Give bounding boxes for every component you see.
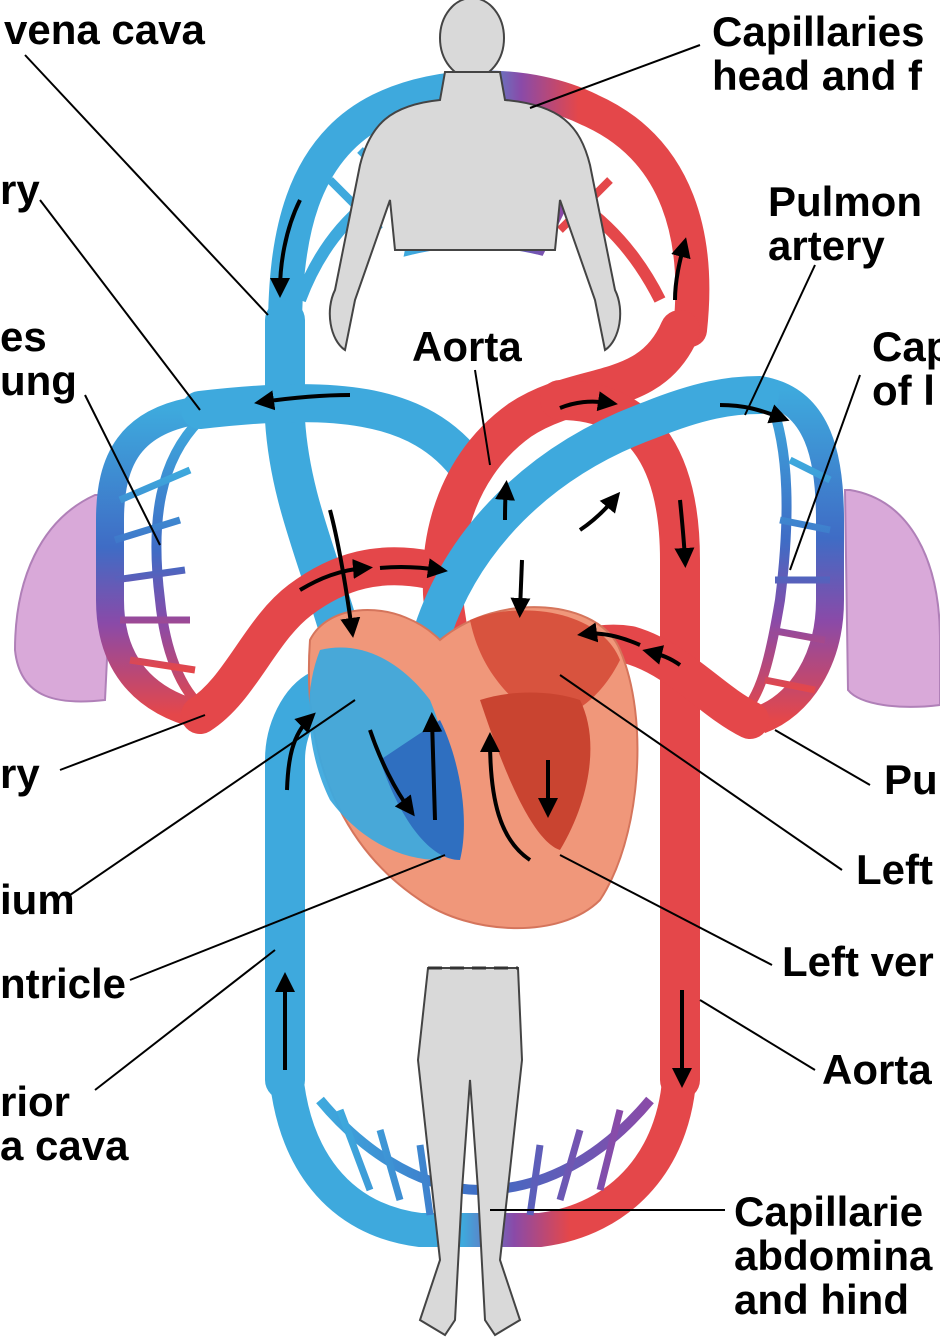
label-aorta-bottom: Aorta — [822, 1048, 932, 1092]
label-capillaries-abdominal: Capillarie abdomina and hind — [734, 1190, 932, 1322]
lower-body-silhouette — [418, 968, 522, 1335]
label-capillaries-head: Capillaries head and f — [712, 10, 924, 98]
heart — [309, 607, 638, 928]
label-capillaries-right-lung: es ung — [0, 315, 77, 403]
label-superior-vena-cava: vena cava — [4, 8, 205, 52]
right-lung-capillaries — [110, 410, 205, 715]
label-inferior-vena-cava: rior a cava — [0, 1080, 128, 1168]
label-aorta-top: Aorta — [412, 325, 522, 369]
label-right-ventricle: ntricle — [0, 962, 126, 1006]
left-lung-capillaries — [740, 390, 830, 720]
label-left-ventricle: Left ver — [782, 940, 934, 984]
label-right-atrium: ium — [0, 878, 75, 922]
label-pulmonary-vein-right: Pu — [884, 758, 938, 802]
label-left-atrium: Left — [856, 848, 933, 892]
pulmonary-artery-right-branch — [200, 403, 470, 470]
label-capillaries-left-lung: Cap of l — [872, 325, 940, 413]
left-lung — [845, 490, 940, 707]
label-pulmonary-artery-left: ry — [0, 168, 40, 212]
upper-body-silhouette — [330, 0, 620, 350]
label-pulmonary-vein-left: ry — [0, 752, 40, 796]
label-pulmonary-artery-right: Pulmon artery — [768, 180, 922, 268]
